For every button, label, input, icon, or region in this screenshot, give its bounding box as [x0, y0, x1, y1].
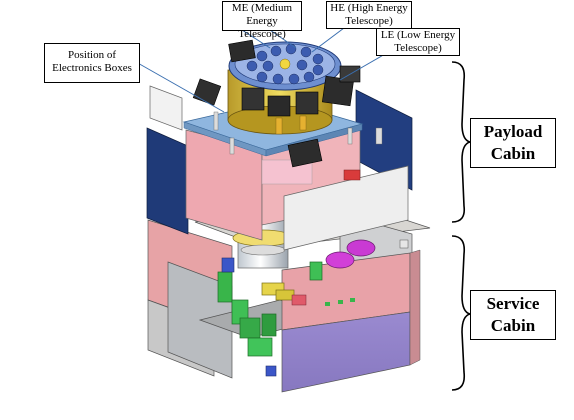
brace-service: [451, 235, 471, 391]
label-he-telescope: HE (High Energy Telescope): [326, 1, 412, 29]
he-detector-array: [246, 43, 324, 85]
label-me-telescope: ME (Medium Energy Telescope): [222, 1, 302, 40]
service-cabin-structure: [147, 204, 431, 393]
brace-payload: [451, 61, 471, 223]
label-payload-cabin-text: Payload Cabin: [483, 122, 543, 163]
label-payload-cabin: Payload Cabin: [470, 118, 556, 168]
label-le-telescope-text: LE (Low Energy Telescope): [380, 29, 456, 54]
label-me-telescope-text: ME (Medium Energy Telescope): [231, 2, 293, 40]
me-detector-boxes: [228, 39, 319, 117]
label-le-telescope: LE (Low Energy Telescope): [376, 28, 460, 56]
label-service-cabin-text: Service Cabin: [486, 294, 540, 335]
label-electronics-boxes-text: Position of Electronics Boxes: [52, 49, 132, 74]
label-he-telescope-text: HE (High Energy Telescope): [330, 2, 408, 27]
label-electronics-boxes: Position of Electronics Boxes: [44, 43, 140, 83]
telescope-assembly: [227, 39, 361, 135]
label-service-cabin: Service Cabin: [470, 290, 556, 340]
